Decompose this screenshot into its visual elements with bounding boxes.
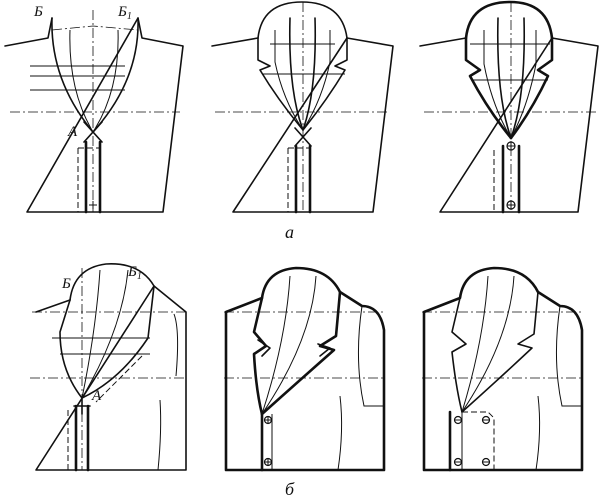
lapel-left [451,297,467,413]
lapel-mid-left [288,17,304,131]
bodice-outline [419,37,599,213]
lapel-right [260,290,342,416]
side-seam [337,395,343,471]
lapel-right [81,285,155,399]
figure-b3 [422,266,584,472]
front-edge [294,144,312,214]
lapel-mid-left [496,17,512,139]
collar-left [464,36,513,140]
sleeve-edge [173,313,179,377]
label-b: Б [33,4,43,20]
svg-text:Б1: Б1 [117,4,132,22]
collar-inner-right [510,30,537,139]
lapel-curve-right [92,17,139,133]
collar-dome [257,1,348,39]
lapel-inner [81,269,101,399]
front-edge [84,140,102,214]
figure-b1: Б Б1 А [30,263,187,472]
lapel-inner [261,275,291,415]
lapel-dashed [95,355,143,403]
collar-inner-right [302,30,331,131]
lapel-notch-left [257,339,271,357]
sleeve [555,305,582,407]
front-edge [501,144,521,214]
lapel-right [461,291,539,413]
facing-dashed [287,147,310,212]
collar-inner-left [274,30,304,131]
lapel-mid-right [302,17,317,131]
front-edge [74,404,90,472]
label-b: Б [61,276,71,292]
lapel-inner-right [92,29,119,133]
lapel-inner-2 [261,275,317,415]
cross-point [294,127,312,147]
caption-a: а [285,222,294,242]
lapel-mid-right [510,17,526,139]
lapel-inner-2 [81,269,129,399]
jacket-outline [224,266,386,472]
collar-right [509,36,554,140]
side-seam [157,399,162,471]
collar-right [302,37,348,131]
cross-point [83,121,103,143]
label-b1-sub: 1 [127,11,132,22]
hem-tick [89,201,97,209]
collar-left [59,299,83,399]
figure-b2 [224,266,386,472]
collar-dome [464,0,554,40]
sleeve [357,305,384,407]
figure-a1: Б Б1 А [4,4,184,214]
lapel-notch-right [317,343,331,357]
collar-dome [69,263,155,301]
label-b1: Б [117,4,127,20]
lapel-inner [461,275,489,413]
facing-dashed [77,147,100,212]
label-b1-sub: 1 [137,271,142,282]
lapel-curve-left [51,17,94,133]
label-a-point: А [67,124,78,140]
shoulder-guide [51,25,139,31]
svg-text:Б1: Б1 [127,264,142,282]
bodice-outline [211,37,394,213]
collar-left [257,37,304,131]
lapel-left [252,296,268,416]
collar-inner-left [483,30,512,139]
double-breast-dashed [462,411,495,470]
side-seam [535,395,541,471]
figure-a3 [419,0,599,214]
bodice-outline [4,17,184,213]
figure-a2 [211,1,394,214]
caption-b: б [285,479,295,499]
label-a-point: А [91,388,102,404]
label-b1: Б [127,264,137,280]
jacket-outline [422,266,584,472]
lapel-inner-left [69,29,94,133]
lapel-inner-2 [461,275,515,413]
